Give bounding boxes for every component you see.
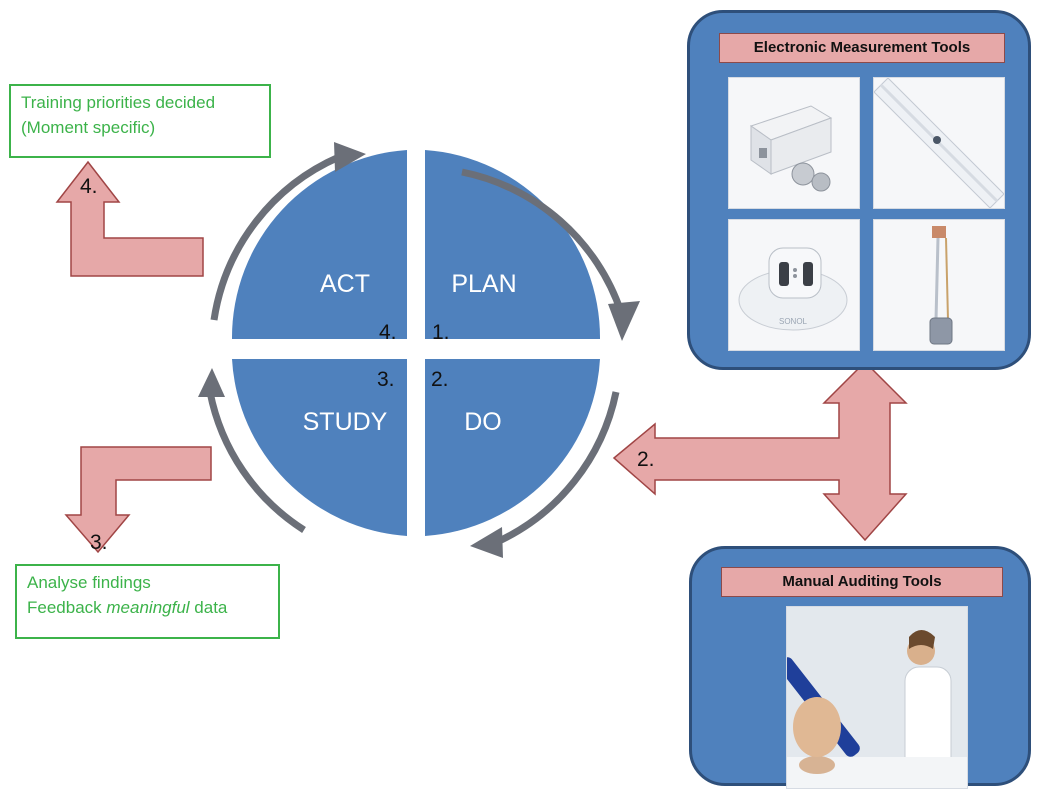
analyse-box-emphasis: meaningful: [106, 598, 190, 617]
wearable-badge-icon: SONOL: [738, 247, 848, 331]
cycle-arrow-act-to-plan: [210, 153, 341, 321]
arrowhead-act: [198, 368, 225, 397]
pole-sensor-icon: [929, 226, 953, 345]
pole-sensor-photo: [873, 219, 1005, 351]
arrowhead-plan: [334, 142, 366, 172]
act-training-arrow: [55, 160, 204, 277]
dispenser-sensor-photo: [728, 77, 860, 209]
do-step-number: 2.: [431, 368, 449, 391]
electronic-tools-title: Electronic Measurement Tools: [719, 33, 1005, 63]
manual-tools-panel: Manual Auditing Tools: [689, 546, 1031, 789]
act-arrow-number: 4.: [80, 175, 98, 198]
training-box-line2: (Moment specific): [21, 118, 156, 137]
plan-quadrant: [425, 150, 601, 339]
training-box-line1: Training priorities decided: [21, 93, 216, 112]
auditor-photo: [786, 606, 968, 789]
device-brand-text: SONOL: [779, 317, 808, 326]
rail-sensor-photo: [873, 77, 1005, 209]
plan-label: PLAN: [451, 270, 516, 298]
pdsa-circle: [231, 150, 601, 536]
arrowhead-do: [608, 301, 640, 341]
tools-double-arrow: [612, 360, 908, 542]
act-quadrant: [231, 150, 407, 339]
analyse-box-prefix: Feedback: [27, 598, 107, 617]
wearable-badge-photo: SONOL: [728, 219, 860, 351]
plan-step-number: 1.: [432, 321, 450, 344]
analyse-box-suffix: data: [189, 598, 228, 617]
study-step-number: 3.: [377, 368, 395, 391]
analyse-box-line2: Feedback meaningful data: [27, 595, 268, 620]
do-label: DO: [464, 408, 502, 436]
cycle-arrow-study-to-act: [206, 391, 306, 533]
manual-tools-title: Manual Auditing Tools: [721, 567, 1003, 597]
rail-sensor-icon: [874, 78, 1004, 208]
analyse-box-line1: Analyse findings: [27, 573, 151, 592]
act-step-number: 4.: [379, 321, 397, 344]
tools-arrow-number: 2.: [637, 448, 655, 471]
dispenser-sensor-icon: [749, 105, 833, 192]
cycle-arrow-do-to-study: [495, 391, 620, 546]
act-label: ACT: [320, 270, 370, 298]
study-arrow-number: 3.: [90, 531, 108, 554]
cycle-arrow-plan-to-do: [461, 168, 625, 314]
auditor-clipboard-icon: [787, 607, 967, 788]
study-label: STUDY: [303, 408, 388, 436]
arrowhead-study: [470, 527, 503, 558]
training-priorities-box: Training priorities decided (Moment spec…: [9, 84, 271, 158]
electronic-tools-panel: Electronic Measurement Tools SONOL: [687, 10, 1031, 370]
do-quadrant: [425, 359, 600, 536]
study-analyse-arrow: [64, 446, 212, 554]
analyse-findings-box: Analyse findings Feedback meaningful dat…: [15, 564, 280, 639]
study-quadrant: [232, 359, 407, 536]
